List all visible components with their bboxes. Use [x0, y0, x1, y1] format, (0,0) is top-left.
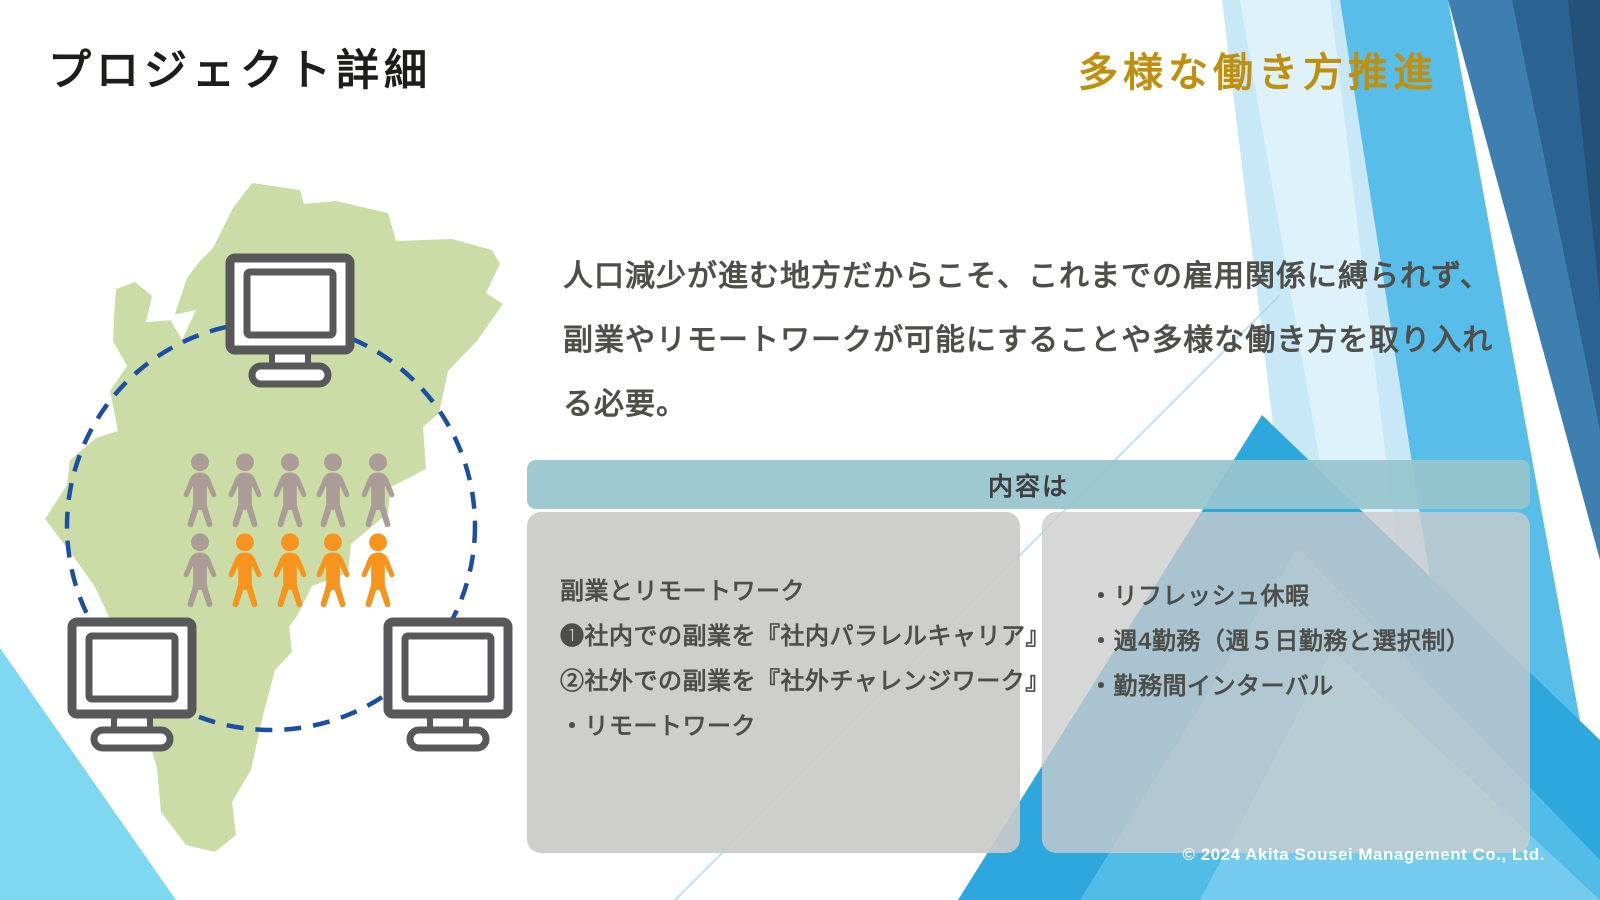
page-title: プロジェクト詳細 [48, 47, 432, 95]
monitor-icon-bottom-right [388, 622, 508, 748]
list-item: ❶社内での副業を『社内パラレルキャリア』 [560, 623, 1050, 650]
slide-subtitle: 多様な働き方推進 [1078, 51, 1438, 95]
body-line: る必要。 [563, 388, 687, 421]
left-content-panel [527, 512, 1020, 853]
right-panel-text: ・リフレッシュ休暇 ・週4勤務（週５日勤務と選択制） ・勤務間インターバル [1089, 574, 1470, 709]
list-item: 副業とリモートワーク [560, 578, 805, 605]
lagoon-notch [168, 310, 196, 340]
section-header-bar: 内容は [527, 460, 1530, 509]
right-content-panel [1042, 512, 1530, 853]
section-header-label: 内容は [987, 472, 1069, 501]
bottom-left-decoration [0, 648, 176, 900]
body-paragraph: 人口減少が進む地方だからこそ、これまでの雇用関係に縛られず、 副業やリモートワー… [563, 245, 1493, 437]
body-line: 人口減少が進む地方だからこそ、これまでの雇用関係に縛られず、 [563, 260, 1491, 293]
list-item: ・週4勤務（週５日勤務と選択制） [1089, 628, 1471, 655]
list-item: ・勤務間インターバル [1089, 673, 1334, 700]
list-item: ・リフレッシュ休暇 [1089, 583, 1310, 610]
left-panel-text: 副業とリモートワーク ❶社内での副業を『社内パラレルキャリア』 ②社外での副業を… [560, 569, 1050, 749]
list-item: ②社外での副業を『社外チャレンジワーク』 [560, 668, 1050, 695]
list-item: ・リモートワーク [560, 713, 756, 740]
copyright-notice: © 2024 Akita Sousei Management Co., Ltd. [1182, 845, 1545, 864]
body-line: 副業やリモートワークが可能にすることや多様な働き方を取り入れ [563, 324, 1494, 357]
